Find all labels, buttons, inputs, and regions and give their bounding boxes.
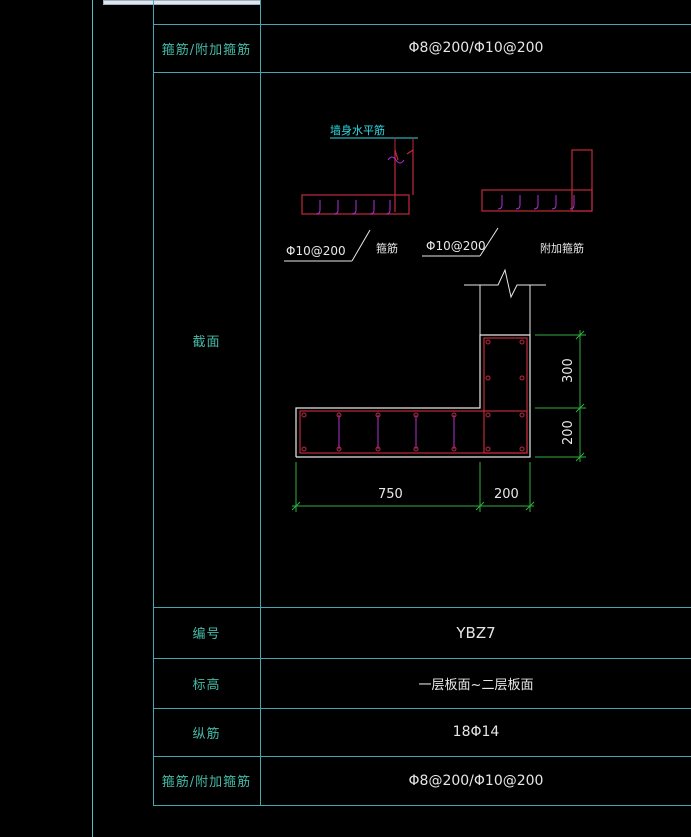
row-label-longitudinal: 纵筋 (192, 726, 221, 742)
dim-label-300: 300 (561, 358, 576, 383)
row-label-elevation: 标高 (192, 677, 221, 693)
stirrup-detail: 墙身水平筋 Φ10@200 箍筋 (284, 123, 418, 262)
row-label-id: 编号 (192, 627, 221, 642)
row-label-stirrup-bottom: 箍筋/附加箍筋 (161, 775, 252, 790)
column-divider (260, 0, 261, 805)
dimension-lines (291, 330, 586, 512)
row-divider (153, 607, 691, 608)
dim-label-750: 750 (378, 487, 403, 502)
wall-horizontal-label: 墙身水平筋 (330, 123, 385, 137)
viewport-left-border (92, 0, 93, 837)
l-section (295, 268, 546, 458)
row-divider (153, 24, 691, 25)
row-divider (153, 72, 691, 73)
callout-right-note: 附加箍筋 (540, 241, 584, 255)
callout-left-note: 箍筋 (376, 241, 398, 255)
row-value-stirrup-bottom: Φ8@200/Φ10@200 (408, 772, 544, 789)
dim-label-200-bottom: 200 (494, 487, 519, 502)
row-divider (153, 708, 691, 709)
row-divider (153, 658, 691, 659)
callout-right: Φ10@200 (426, 239, 486, 253)
table-left-border (153, 0, 154, 805)
row-value-stirrup: Φ8@200/Φ10@200 (408, 40, 544, 56)
column-schedule-table: 箍筋/附加箍筋 Φ8@200/Φ10@200 截面 编号 YBZ7 标高 一层板… (153, 0, 691, 806)
row-label-section: 截面 (192, 334, 221, 350)
row-value-elevation: 一层板面~二层板面 (418, 677, 534, 693)
row-value-id: YBZ7 (456, 623, 496, 642)
callout-left: Φ10@200 (286, 244, 346, 258)
row-value-longitudinal: 18Φ14 (452, 724, 500, 740)
additional-stirrup-detail: Φ10@200 附加箍筋 (422, 149, 593, 257)
row-divider (153, 756, 691, 757)
dim-label-200-right: 200 (561, 420, 576, 445)
row-divider (153, 805, 691, 806)
row-label-stirrup: 箍筋/附加箍筋 (161, 42, 252, 58)
